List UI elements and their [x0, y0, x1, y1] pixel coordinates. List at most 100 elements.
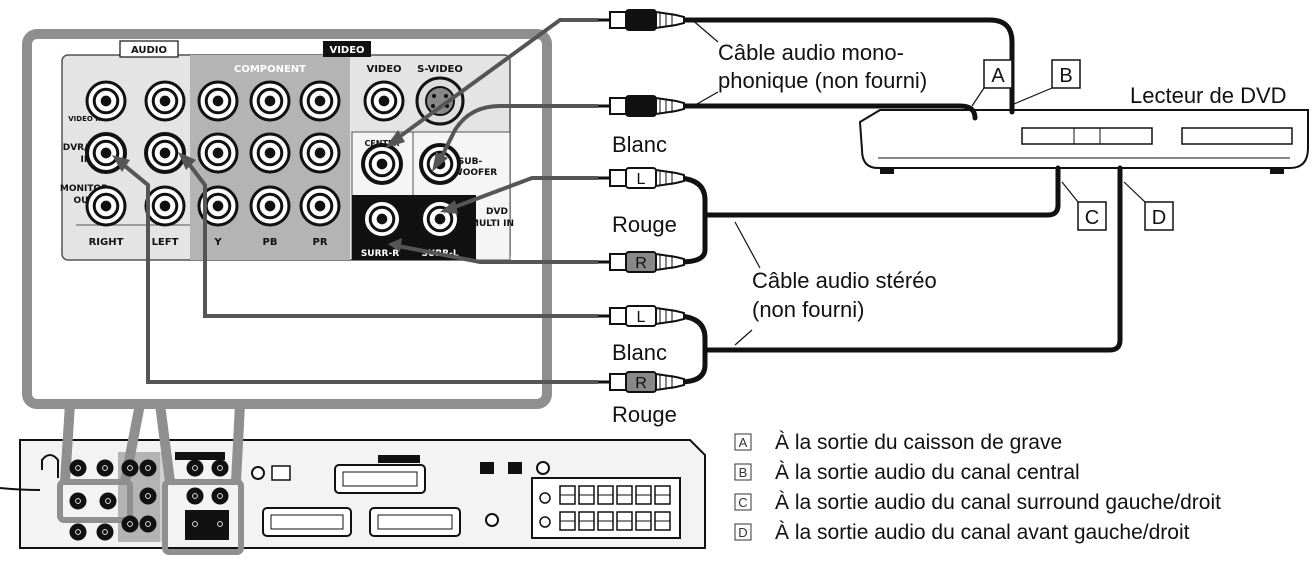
svg-text:D: D: [738, 525, 747, 540]
small-rca-jack: [139, 487, 157, 505]
svg-text:À la sortie audio du canal cen: À la sortie audio du canal central: [775, 461, 1080, 484]
component-label: COMPONENT: [234, 64, 306, 75]
svg-text:À la sortie du caisson de grav: À la sortie du caisson de grave: [775, 431, 1062, 454]
rca-jack-center: [361, 143, 403, 185]
callout-b: B: [1013, 59, 1081, 105]
dvd-player-label: Lecteur de DVD: [1130, 83, 1287, 108]
svideo-jack: [415, 76, 465, 126]
stereo-cable-label-2: (non fourni): [752, 297, 865, 322]
small-rca-jack: [186, 487, 204, 505]
svg-text:B: B: [1059, 65, 1072, 87]
svg-text:A: A: [991, 65, 1005, 87]
legend-item-a: A À la sortie du caisson de grave: [734, 431, 1062, 454]
audio-label: AUDIO: [131, 45, 167, 56]
small-rca-jack: [211, 487, 229, 505]
rca-jack: [299, 132, 341, 174]
blanc-label-2: Blanc: [612, 340, 667, 365]
svg-text:D: D: [1152, 207, 1166, 229]
callout-a: A: [971, 59, 1013, 107]
plug-group: L R L R: [598, 9, 685, 393]
callout-d: D: [1123, 181, 1174, 231]
stereo-plug-r-2: R: [598, 371, 685, 393]
receiver-back: [0, 403, 706, 555]
rca-jack: [85, 132, 127, 174]
pb-label: PB: [263, 237, 278, 248]
rouge-label-2: Rouge: [612, 402, 677, 427]
rca-jack: [85, 185, 127, 227]
scart-2: [262, 507, 352, 537]
rca-jack: [144, 132, 186, 174]
mono-plug-bottom: [598, 95, 685, 117]
mono-cable-label-1: Câble audio mono-: [718, 40, 904, 65]
small-jack-group: [69, 459, 229, 541]
svg-text:A: A: [739, 435, 748, 450]
svg-text:B: B: [739, 465, 748, 480]
small-rca-jack: [186, 459, 204, 477]
audio-label-box: [119, 40, 179, 58]
rca-jack: [197, 132, 239, 174]
small-rca-jack: [96, 459, 114, 477]
mono-plug-top: [598, 9, 685, 31]
rca-jack: [144, 185, 186, 227]
subwoofer-label-1: SUB-: [458, 157, 483, 167]
left-label: LEFT: [152, 237, 179, 248]
rear-panel-zoom: AUDIO VIDEO COMPONENT VIDEO S-VIDEO VIDE…: [22, 29, 552, 409]
rouge-label-1: Rouge: [612, 212, 677, 237]
power-cord: [0, 487, 41, 491]
svideo-label: S-VIDEO: [417, 64, 463, 75]
rca-jack: [249, 80, 291, 122]
dvd-multi-in-label-2: MULTI IN: [470, 219, 514, 229]
svg-text:R: R: [635, 375, 647, 392]
zoom-frame: [22, 29, 552, 409]
scart-3: [369, 507, 461, 537]
cable-surround-pair: [677, 175, 708, 265]
small-rca-jack: [211, 515, 229, 533]
scart-1: [334, 464, 426, 494]
svg-text:L: L: [637, 171, 646, 188]
arrow-center: [393, 18, 598, 142]
svg-text:C: C: [738, 495, 747, 510]
zoom-box-multi: [162, 479, 244, 555]
arrow-surr-l: [451, 176, 598, 210]
connection-arrows: [118, 18, 598, 384]
cable-subwoofer: [682, 103, 978, 121]
arrow-left: [184, 158, 598, 318]
svg-text:R: R: [635, 255, 647, 272]
dvd-multi-in-label-1: DVD: [486, 207, 508, 217]
rca-jack: [299, 185, 341, 227]
legend: A À la sortie du caisson de grave B À la…: [734, 431, 1221, 544]
stereo-cable-label-1: Câble audio stéréo: [752, 268, 937, 293]
rca-jack: [197, 185, 239, 227]
cables: [677, 17, 1123, 385]
svg-text:À la sortie audio du canal ava: À la sortie audio du canal avant gauche/…: [775, 521, 1190, 544]
leader-line: [734, 329, 753, 346]
svg-text:À la sortie audio du canal sur: À la sortie audio du canal surround gauc…: [775, 491, 1221, 514]
monitor-out-label-2: OUT: [73, 196, 95, 206]
video-in-label: VIDEO IN: [68, 115, 104, 123]
y-label: Y: [213, 237, 222, 248]
video-label: VIDEO: [329, 45, 364, 56]
mono-cable-label-2: phonique (non fourni): [718, 68, 927, 93]
leader-line: [689, 17, 719, 43]
stereo-plug-l-1: L: [598, 167, 685, 189]
rca-jack: [197, 80, 239, 122]
stereo-plug-l-2: L: [598, 305, 685, 327]
small-rca-jack: [121, 515, 139, 533]
small-rca-jack: [121, 459, 139, 477]
small-rca-jack: [139, 515, 157, 533]
zoom-box-audio: [57, 479, 133, 523]
small-rca-jack: [211, 459, 229, 477]
dvr-dvd-in-label-2: IN: [81, 155, 92, 165]
cable-front-pair: [677, 313, 708, 385]
small-rca-jack: [99, 492, 117, 510]
legend-item-d: D À la sortie audio du canal avant gauch…: [734, 521, 1190, 544]
small-rca-jack: [139, 459, 157, 477]
arrow-subwoofer: [436, 104, 598, 165]
small-rca-jack: [96, 523, 114, 541]
jack-group: [85, 80, 461, 240]
zoom-link-multi: [155, 403, 245, 483]
surr-r-label: SURR-R: [361, 249, 399, 259]
video-label-box: [323, 41, 371, 57]
leader-line: [734, 221, 761, 269]
